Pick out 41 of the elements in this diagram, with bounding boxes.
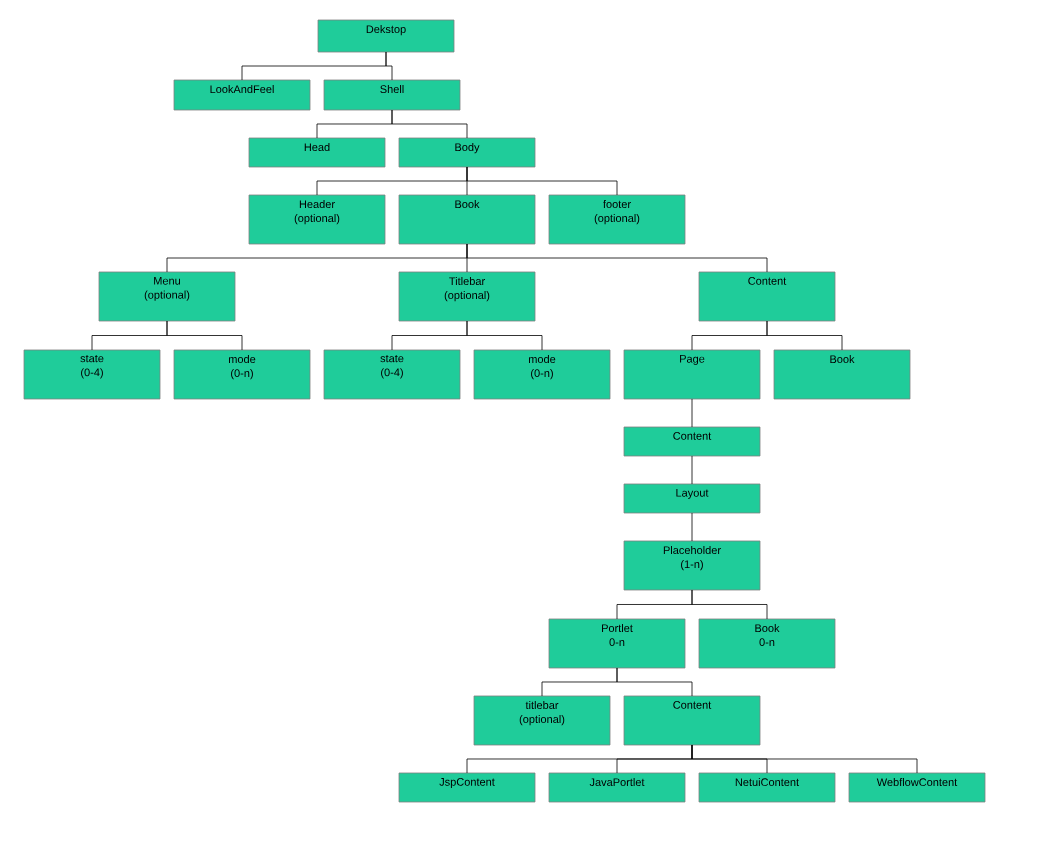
connector-line [691, 589, 768, 620]
connector-line [385, 51, 393, 81]
tree-box: state (0-4) [323, 349, 461, 400]
tree-box: Content [698, 271, 836, 322]
tree-box: Titlebar (optional) [398, 271, 536, 322]
tree-box: Dekstop [317, 19, 455, 53]
tree-box: Book 0-n [698, 618, 836, 669]
tree-box: Content [623, 426, 761, 457]
tree-box: footer (optional) [548, 194, 686, 245]
tree-box: Placeholder (1-n) [623, 540, 761, 591]
connector-line [466, 243, 768, 273]
tree-box: Content [623, 695, 761, 746]
connector-line [616, 667, 693, 697]
tree-box: state (0-4) [23, 349, 161, 400]
connector-line [766, 320, 843, 351]
tree-box: Head [248, 137, 386, 168]
tree-box: LookAndFeel [173, 79, 311, 111]
connector-line [691, 744, 918, 774]
tree-box: mode (0-n) [473, 349, 611, 400]
tree-box: Layout [623, 483, 761, 514]
tree-box: Header (optional) [248, 194, 386, 245]
tree-box: Book [398, 194, 536, 245]
tree-box: JavaPortlet [548, 772, 686, 803]
tree-box: Shell [323, 79, 461, 111]
tree-box: JspContent [398, 772, 536, 803]
connector-line [466, 320, 543, 351]
tree-box: Portlet 0-n [548, 618, 686, 669]
tree-box: mode (0-n) [173, 349, 311, 400]
connector-line [391, 109, 468, 139]
tree-box: Menu (optional) [98, 271, 236, 322]
tree-box: Page [623, 349, 761, 400]
tree-box: titlebar (optional) [473, 695, 611, 746]
connector-line [466, 166, 618, 196]
connector-line [691, 512, 693, 542]
tree-box: WebflowContent [848, 772, 986, 803]
tree-box: Book [773, 349, 911, 400]
connector-line [691, 398, 693, 428]
connector-line [166, 320, 243, 351]
tree-box: NetuiContent [698, 772, 836, 803]
tree-box: Body [398, 137, 536, 168]
connector-line [691, 455, 693, 485]
